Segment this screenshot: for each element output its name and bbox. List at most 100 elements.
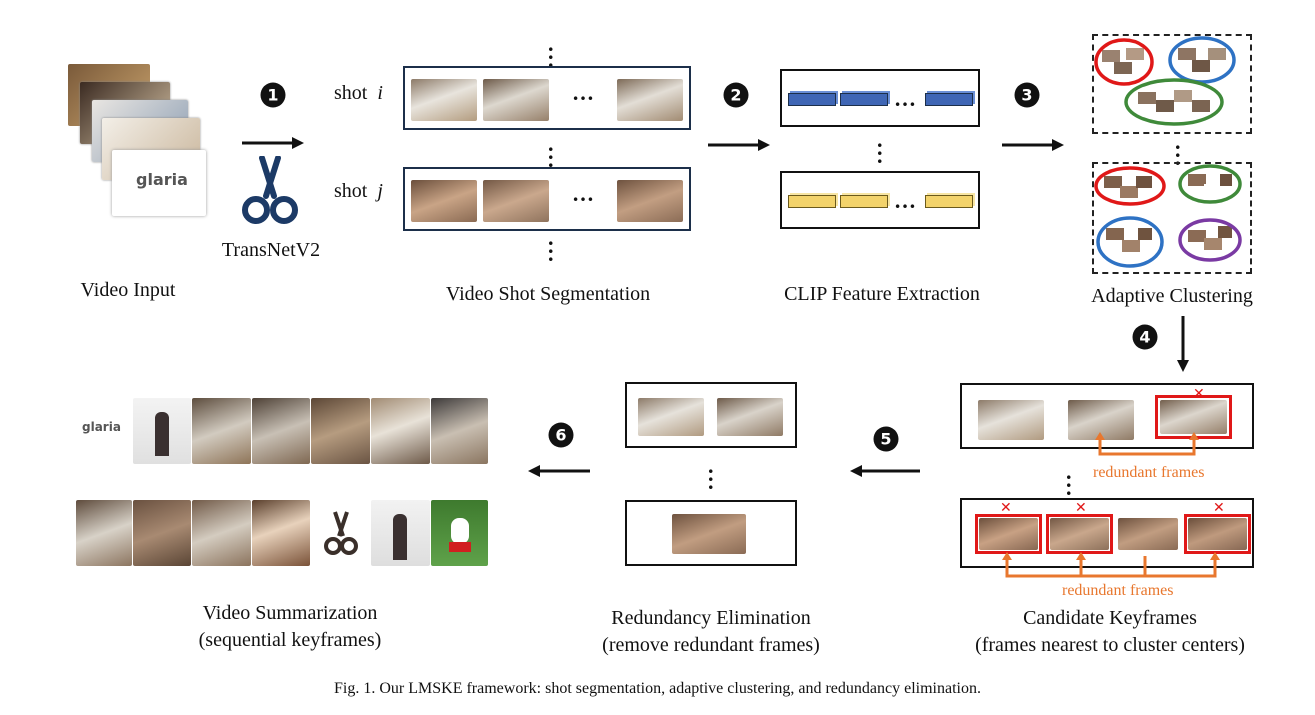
shot-j-prefix: shot [334, 180, 368, 202]
cluster-ellipses-top [1094, 36, 1236, 126]
summary-keyframe [311, 500, 370, 566]
clip-feature-box-bottom [780, 171, 980, 229]
feature-vector [840, 195, 888, 208]
summary-row-2 [76, 500, 488, 566]
redundancy-box-top [625, 382, 797, 448]
vertical-dots: ... [548, 31, 554, 72]
scissors-icon [242, 156, 298, 224]
feature-ellipsis: … [894, 86, 918, 111]
summary-keyframe [371, 500, 430, 566]
vertical-dots: ... [1066, 459, 1072, 500]
arrow-icon [850, 465, 920, 477]
shot-i-frame [483, 79, 549, 121]
kept-frame [717, 398, 783, 436]
redundant-frames-label: redundant frames [1093, 464, 1205, 481]
candidate-frame [1050, 518, 1109, 550]
shot-j-frame [411, 180, 477, 222]
cluster-ellipse [1168, 36, 1236, 84]
step-3-number: 3 [1021, 86, 1032, 105]
step-number-icon: 6 [548, 422, 574, 448]
cluster-ellipse [1124, 78, 1224, 126]
candidate-frame [978, 400, 1044, 440]
summary-keyframe [133, 398, 191, 464]
redundant-frames-label: redundant frames [1062, 582, 1174, 599]
label-shot-segmentation: Video Shot Segmentation [445, 283, 651, 305]
redundant-frame-box [1184, 514, 1251, 554]
step-6-number: 6 [555, 426, 566, 445]
shot-i-frame [617, 79, 683, 121]
label-redundancy-sub: (remove redundant frames) [602, 634, 820, 656]
arrow-icon [242, 137, 304, 149]
arrow-icon [528, 465, 590, 477]
vertical-dots: ... [877, 127, 883, 168]
red-x-icon: ✕ [1193, 386, 1205, 402]
scissors-icon [324, 511, 358, 555]
cluster-ellipse [1178, 218, 1242, 262]
label-clip-extraction: CLIP Feature Extraction [784, 283, 980, 305]
summary-keyframe [133, 500, 191, 566]
label-summary-title: Video Summarization [202, 602, 378, 624]
feature-ellipsis: … [894, 188, 918, 213]
step-1-number: 1 [267, 86, 278, 105]
arrow-icon [1002, 139, 1064, 151]
summary-keyframe [252, 398, 310, 464]
shot-i-frame [411, 79, 477, 121]
summary-keyframe [431, 500, 488, 566]
cluster-box-bottom [1092, 162, 1252, 274]
candidate-frame [1068, 400, 1134, 440]
label-adaptive-clustering: Adaptive Clustering [1091, 285, 1253, 307]
candidate-box-top [960, 383, 1254, 449]
feature-vector [788, 93, 836, 106]
summary-row-1: glaria [76, 398, 488, 464]
feature-vector [925, 93, 973, 106]
cluster-ellipse [1178, 164, 1242, 204]
redundant-link-bottom [1002, 552, 1220, 578]
shot-i-box [403, 66, 691, 130]
step-2-number: 2 [730, 86, 741, 105]
summary-keyframe [252, 500, 310, 566]
logo-text: glaria [82, 420, 121, 434]
redundancy-box-bottom [625, 500, 797, 566]
shot-i-ellipsis: … [572, 80, 596, 105]
arrow-icon [708, 139, 770, 151]
feature-vector [925, 195, 973, 208]
step-number-icon: 1 [260, 82, 286, 108]
shot-j-box [403, 167, 691, 231]
cluster-box-top [1092, 34, 1252, 134]
redundant-frame-box [1046, 514, 1113, 554]
shot-j-ellipsis: … [572, 181, 596, 206]
step-number-icon: 4 [1132, 324, 1158, 350]
label-summary-sub: (sequential keyframes) [198, 629, 382, 651]
summary-keyframe [76, 500, 132, 566]
feature-vector [840, 93, 888, 106]
redundant-frame-box [975, 514, 1042, 554]
candidate-box-bottom [960, 498, 1254, 568]
step-number-icon: 2 [723, 82, 749, 108]
red-x-icon: ✕ [1075, 500, 1087, 516]
shot-j-var: j [377, 180, 383, 202]
label-transnet: TransNetV2 [221, 239, 321, 261]
red-x-icon: ✕ [1000, 500, 1012, 516]
video-input-stack: glaria [66, 62, 206, 222]
shot-j-label: shot j [334, 180, 383, 203]
kept-frame [672, 514, 746, 554]
summary-keyframe [371, 398, 430, 464]
step-number-icon: 5 [873, 426, 899, 452]
video-frame-logo: glaria [112, 150, 206, 216]
candidate-frame [1160, 400, 1227, 434]
candidate-frame [979, 518, 1038, 550]
summary-keyframe [192, 500, 251, 566]
step-number-icon: 3 [1014, 82, 1040, 108]
cluster-ellipses-bottom [1094, 164, 1242, 268]
arrow-icon [1177, 316, 1189, 372]
feature-vector [788, 195, 836, 208]
step-4-number: 4 [1139, 328, 1150, 347]
label-candidate-title: Candidate Keyframes [1023, 607, 1197, 629]
shot-j-frame [483, 180, 549, 222]
shot-i-label: shot i [334, 82, 383, 105]
candidate-frame [1118, 518, 1178, 550]
redundant-link-top [1095, 432, 1199, 456]
clip-feature-box-top [780, 69, 980, 127]
logo-text: glaria [136, 170, 188, 189]
cluster-ellipse [1094, 166, 1166, 206]
